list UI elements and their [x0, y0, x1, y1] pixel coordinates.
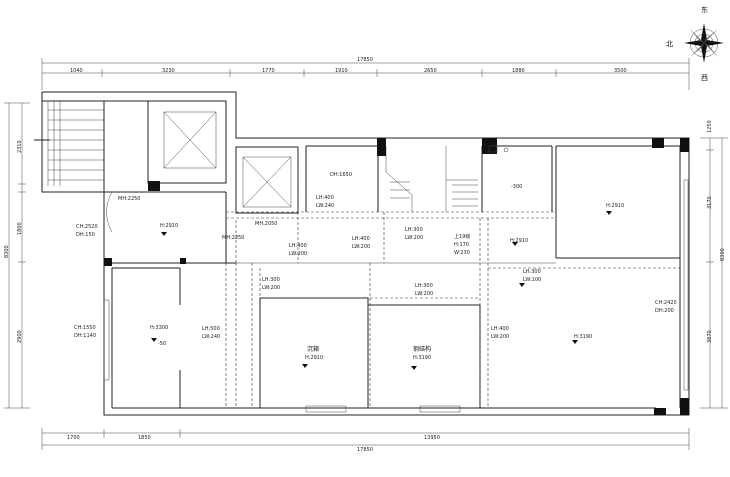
- label-stair-2: H:170: [454, 242, 469, 248]
- compass-north-label: 北: [666, 40, 673, 48]
- dashed-lines: [225, 147, 680, 408]
- top-dim-6: 1880: [512, 68, 525, 74]
- top-dim-4: 1910: [335, 68, 348, 74]
- label-h-c: H:2910: [606, 203, 624, 209]
- label-ch-a-2: DH:150: [76, 232, 95, 238]
- label-lh4-1: LH:300: [405, 227, 423, 233]
- label-lh2-1: LH:400: [289, 243, 307, 249]
- top-dim-5: 2650: [424, 68, 437, 74]
- label-h-e: H:3190: [574, 334, 592, 340]
- label-mh3: MH:2050: [255, 221, 277, 227]
- label-lh7-2: LW:200: [415, 291, 433, 297]
- top-dim-1: 1040: [70, 68, 83, 74]
- label-lh8-1: LH:500: [202, 326, 220, 332]
- label-lh7-1: LH:300: [415, 283, 433, 289]
- label-ch-c-1: CH:2420: [655, 300, 677, 306]
- right-dim-3: 3870: [707, 330, 713, 343]
- label-lh9-1: LH:400: [491, 326, 509, 332]
- label-chenxiang-2: H:2910: [305, 355, 323, 361]
- label-ch-b-2: DH:1140: [74, 333, 96, 339]
- right-dimension-lines: [700, 137, 728, 409]
- compass-icon: [684, 23, 724, 63]
- label-h-a: H:2910: [160, 223, 178, 229]
- label-h-b: H:2910: [510, 238, 528, 244]
- label-mh1: MH:2250: [118, 196, 140, 202]
- label-minus300: -300: [511, 184, 522, 190]
- label-lh3-2: LW:200: [352, 244, 370, 250]
- label-gangjiegou-2: H:3190: [413, 355, 431, 361]
- left-dimension-lines: [4, 102, 30, 409]
- right-total-dim: 8300: [720, 248, 726, 261]
- label-lh6-1: LH:300: [262, 277, 280, 283]
- left-dim-1: 2310: [17, 140, 23, 153]
- bottom-total-dim: 17850: [357, 447, 373, 453]
- bottom-dimension-lines: [41, 428, 690, 450]
- right-dim-2: 3170: [707, 196, 713, 209]
- label-lh4-2: LW:200: [405, 235, 423, 241]
- label-lh6-2: LW:200: [262, 285, 280, 291]
- top-dim-7: 3500: [614, 68, 627, 74]
- label-lh3-1: LH:400: [352, 236, 370, 242]
- bottom-dim-3: 13950: [424, 435, 440, 441]
- top-dimension-lines: [41, 58, 690, 90]
- label-lh1-2: LW:240: [316, 203, 334, 209]
- label-stair-3: W:230: [454, 250, 470, 256]
- label-dh-a: DH:1650: [330, 172, 352, 178]
- label-ch-b-1: CH:1550: [74, 325, 96, 331]
- left-total-dim: 8300: [4, 245, 10, 258]
- top-dim-2: 3230: [162, 68, 175, 74]
- left-dim-3: 2900: [17, 330, 23, 343]
- label-h-d-2: -50: [158, 341, 166, 347]
- label-chenxiang-1: 沉箱: [307, 345, 319, 353]
- label-lh8-2: LW:240: [202, 334, 220, 340]
- label-lh5-1: LH:300: [523, 269, 541, 275]
- compass-west-label: 西: [701, 74, 708, 82]
- top-total-dim: 17850: [357, 57, 373, 63]
- label-ch-c-2: DH:200: [655, 308, 674, 314]
- bottom-dim-1: 1700: [67, 435, 80, 441]
- walls: [34, 91, 690, 416]
- label-ch-a-1: CH:2520: [76, 224, 98, 230]
- left-dim-2: 1800: [17, 222, 23, 235]
- label-mh2: MH:2250: [222, 235, 244, 241]
- label-lh2-2: LW:200: [289, 251, 307, 257]
- label-h-d-1: H:3300: [150, 325, 168, 331]
- label-lh1-1: LH:400: [316, 195, 334, 201]
- compass-east-label: 东: [701, 5, 708, 14]
- right-dim-1: 1250: [707, 120, 713, 133]
- bottom-dim-2: 1850: [138, 435, 151, 441]
- label-lh5-2: LW:100: [523, 277, 541, 283]
- label-stair-1: 上19级: [454, 233, 470, 240]
- top-dim-3: 1770: [262, 68, 275, 74]
- level-markers: [151, 211, 612, 370]
- label-gangjiegou-1: 钢结构: [413, 345, 431, 353]
- label-lh9-2: LW:200: [491, 334, 509, 340]
